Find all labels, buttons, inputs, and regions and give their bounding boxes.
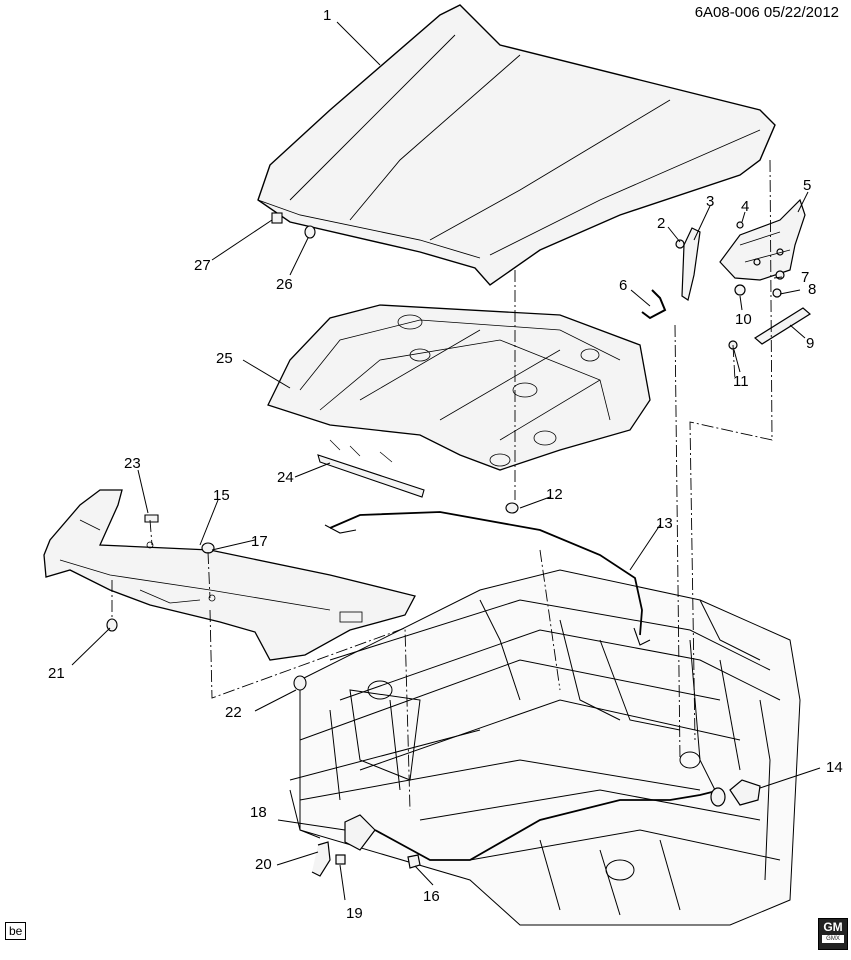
drawing-id: 6A08-006 05/22/2012 [694,4,839,21]
callout-16: 16 [423,888,440,905]
fastener-23 [144,514,159,523]
callout-21: 21 [48,665,65,682]
callout-2: 2 [657,215,665,232]
callout-13: 13 [656,515,673,532]
callout-26: 26 [276,276,293,293]
callout-6: 6 [619,277,627,294]
fastener-26 [304,225,316,239]
callout-1: 1 [323,7,331,24]
callout-18: 18 [250,804,267,821]
callout-8: 8 [808,281,816,298]
callout-5: 5 [803,177,811,194]
callout-11: 11 [733,373,749,390]
hood-panel [257,4,776,286]
hood-front-seal [317,439,425,498]
front-body-structure [289,569,801,926]
gm-logo-subtext: GMX [822,935,844,943]
callout-labels: 1 2 3 4 5 6 7 8 9 10 11 12 13 14 15 16 1… [48,7,843,922]
gm-logo: GM GMX [818,918,848,950]
callout-14: 14 [826,759,843,776]
callout-25: 25 [216,350,233,367]
fastener-27 [271,212,283,224]
callout-15: 15 [213,487,230,504]
callout-7: 7 [801,269,809,286]
callout-23: 23 [124,455,141,472]
callout-3: 3 [706,193,714,210]
callout-19: 19 [346,905,363,922]
fastener-12 [505,502,519,514]
callout-12: 12 [546,486,563,503]
corner-tag: be [5,922,27,940]
gm-logo-text: GM [823,920,843,934]
callout-10: 10 [735,311,752,328]
alignment-lines [111,159,773,811]
callout-20: 20 [255,856,272,873]
callout-4: 4 [741,198,749,215]
hood-insulator [267,304,651,471]
hood-small-parts [641,221,812,350]
front-air-deflector [43,489,416,661]
fastener-17 [201,542,215,554]
callout-9: 9 [806,335,814,352]
hood-rear-weatherstrip [324,511,651,646]
leader-lines [71,21,821,901]
callout-17: 17 [251,533,268,550]
callout-27: 27 [194,257,211,274]
callout-24: 24 [277,469,294,486]
hood-hinge [719,198,806,281]
fasteners [106,212,519,691]
hood-latch-and-cable [311,779,761,877]
callout-22: 22 [225,704,242,721]
fastener-22 [293,675,307,691]
